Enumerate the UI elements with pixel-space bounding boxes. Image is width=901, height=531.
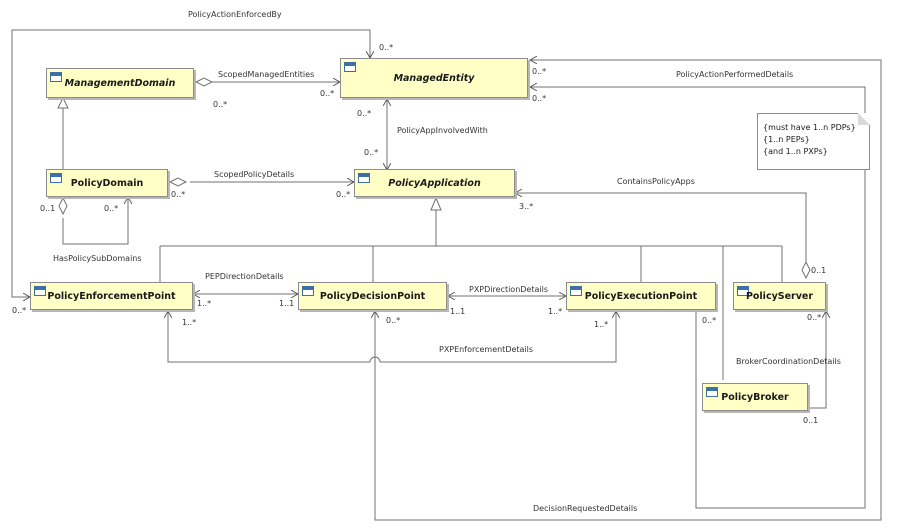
note-fold-corner: [858, 113, 870, 125]
class-icon: [358, 173, 370, 183]
label-broker-coordination-details: BrokerCoordinationDetails: [736, 357, 841, 366]
class-icon: [737, 286, 749, 296]
mult-pa-right: 3..*: [519, 202, 533, 211]
mult-pdp-right: 1..1: [450, 307, 465, 316]
label-has-policy-sub-domains: HasPolicySubDomains: [53, 254, 142, 263]
label-pxp-enforcement-details: PXPEnforcementDetails: [439, 345, 533, 354]
class-name: PolicyExecutionPoint: [584, 290, 698, 302]
class-icon: [706, 387, 718, 397]
class-icon: [50, 173, 62, 183]
mult-pxp-bottom: 1..*: [594, 320, 608, 329]
mult-me-right-bottom: 0..*: [532, 94, 546, 103]
mult-me-bottom: 0..*: [357, 109, 371, 118]
class-name: PolicyBroker: [721, 391, 789, 403]
mult-pd-sub-left: 0..1: [40, 204, 55, 213]
assoc-pxp-enforcement-details-line: [168, 311, 370, 363]
class-icon: [34, 286, 46, 296]
class-name: PolicyDomain: [70, 177, 144, 189]
class-policy-application[interactable]: PolicyApplication: [354, 169, 515, 197]
mult-pep-right: 1..*: [197, 299, 211, 308]
mult-me-left: 0..*: [320, 89, 334, 98]
class-name: PolicyApplication: [388, 177, 481, 189]
class-icon: [302, 286, 314, 296]
class-policy-enforcement-point[interactable]: PolicyEnforcementPoint: [30, 282, 193, 310]
class-icon: [50, 72, 62, 82]
generalization-arrow-management-domain: [57, 96, 69, 109]
generalization-arrow-policy-application: [430, 196, 442, 211]
mult-pd-sub-right: 0..*: [104, 204, 118, 213]
mult-pxp-bottom-right: 0..*: [702, 316, 716, 325]
class-policy-decision-point[interactable]: PolicyDecisionPoint: [298, 282, 447, 310]
assoc-decision-requested-details-line: [375, 60, 882, 521]
mult-ps-top: 0..1: [811, 266, 826, 275]
mult-pdp-bottom: 0..*: [386, 316, 400, 325]
class-policy-execution-point[interactable]: PolicyExecutionPoint: [566, 282, 716, 310]
class-name: ManagedEntity: [393, 72, 475, 84]
class-policy-domain[interactable]: PolicyDomain: [46, 169, 168, 197]
label-scoped-managed-entities: ScopedManagedEntities: [218, 70, 314, 79]
mult-md-right: 0..*: [213, 100, 227, 109]
class-name: ManagementDomain: [64, 77, 176, 89]
mult-pep-left: 0..*: [12, 306, 26, 315]
class-name: PolicyDecisionPoint: [319, 290, 426, 302]
assoc-broker-coordination-details-line: [808, 311, 826, 409]
label-scoped-policy-details: ScopedPolicyDetails: [214, 170, 294, 179]
assoc-pxp-enforcement-details-line-right: [380, 311, 616, 363]
note-text: {must have 1..n PDPs} {1..n PEPs} {and 1…: [763, 122, 856, 158]
label-policy-app-involved-with: PolicyAppInvolvedWith: [397, 126, 488, 135]
label-pep-direction-details: PEPDirectionDetails: [205, 272, 284, 281]
mult-pdp-left: 1..1: [279, 299, 294, 308]
assoc-has-policy-sub-domains-line: [62, 197, 128, 245]
label-policy-action-performed-details: PolicyActionPerformedDetails: [676, 70, 793, 79]
mult-me-top: 0..*: [379, 43, 393, 52]
aggregation-diamond-policy-server-top: [801, 260, 811, 280]
class-managed-entity[interactable]: ManagedEntity: [340, 58, 528, 98]
aggregation-diamond-policy-domain-right: [168, 177, 188, 187]
label-policy-action-enforced-by: PolicyActionEnforcedBy: [188, 10, 282, 19]
aggregation-diamond-management-domain: [194, 77, 214, 87]
label-contains-policy-apps: ContainsPolicyApps: [617, 177, 695, 186]
assoc-policy-action-performed-details-line: [530, 87, 866, 509]
note-line-1: {must have 1..n PDPs}: [763, 123, 856, 132]
class-policy-broker[interactable]: PolicyBroker: [702, 383, 808, 411]
mult-pep-bottom: 1..*: [182, 318, 196, 327]
note-line-3: {and 1..n PXPs}: [763, 147, 828, 156]
class-management-domain[interactable]: ManagementDomain: [46, 68, 194, 98]
class-name: PolicyEnforcementPoint: [47, 290, 176, 302]
mult-pxp-left: 1..*: [548, 307, 562, 316]
assoc-policy-action-enforced-by-line: [11, 29, 370, 297]
mult-pa-left: 0..*: [336, 190, 350, 199]
aggregation-diamond-policy-domain-bottom: [58, 196, 68, 216]
class-policy-server[interactable]: PolicyServer: [733, 282, 826, 310]
label-decision-requested-details: DecisionRequestedDetails: [533, 504, 637, 513]
constraint-note[interactable]: {must have 1..n PDPs} {1..n PEPs} {and 1…: [757, 113, 870, 170]
mult-ps-bottom: 0..*: [807, 313, 821, 322]
mult-pa-top: 0..*: [364, 148, 378, 157]
mult-pd-right: 0..*: [171, 190, 185, 199]
class-icon: [570, 286, 582, 296]
label-pxp-direction-details: PXPDirectionDetails: [469, 285, 548, 294]
note-line-2: {1..n PEPs}: [763, 135, 810, 144]
mult-me-right-top: 0..*: [532, 67, 546, 76]
assoc-contains-policy-apps-line: [515, 193, 807, 262]
mult-pb-right: 0..1: [803, 416, 818, 425]
class-icon: [344, 62, 356, 72]
class-name: PolicyServer: [745, 290, 814, 302]
